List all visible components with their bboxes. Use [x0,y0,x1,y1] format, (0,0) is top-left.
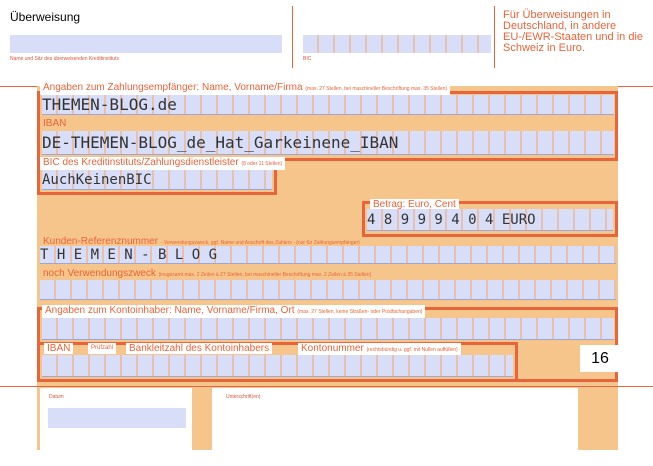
bank-name-input[interactable] [10,35,282,53]
bic-top-caption: BIC [303,56,312,62]
divider [292,6,293,68]
account-holder-input[interactable] [42,318,614,340]
reference-input[interactable]: T H E M E N - B L O G [40,246,616,264]
konto-label: Kontonummer (rechtsbündig u. ggf. mit Nu… [298,343,461,356]
reference-label: Kunden-Referenznummer - Verwendungszweck… [43,236,360,247]
pruefzahl-label: Prüfzahl [88,343,117,354]
bic-input[interactable]: AuchKeinenBIC [42,170,272,190]
iban-input[interactable]: DE-THEMEN-BLOG_de_Hat_Garkeinene_IBAN [42,131,614,155]
signature-label: Unterschrift(en) [226,394,261,400]
recipient-label: Angaben zum Zahlungsempfänger: Name, Vor… [40,82,451,95]
account-details-box [37,342,518,382]
divider [494,6,495,68]
bic-top-input[interactable] [303,35,491,53]
form-number: 16 [580,345,620,372]
date-label: Datum [49,394,64,400]
blz-label: Bankleitzahl des Kontoinhabers [126,343,273,354]
bank-name-caption: Name und Sitz des überweisenden Kreditin… [10,56,119,62]
amount-box [362,201,618,237]
amount-label: Betrag: Euro, Cent [370,199,459,210]
date-input[interactable] [48,408,186,428]
bic-label: BIC des Kreditinstituts/Zahlungsdienstle… [40,157,286,170]
bottom-iban-label: IBAN [44,343,74,354]
iban-label: IBAN [43,118,67,129]
account-details-input[interactable] [42,355,513,377]
eu-note: Für Überweisungen in Deutschland, in and… [503,9,644,54]
account-holder-label: Angaben zum Kontoinhaber: Name, Vorname/… [42,305,426,318]
divider [0,386,653,387]
form-title: Überweisung [10,10,81,24]
recipient-name-input[interactable]: THEMEN-BLOG.de [42,95,614,115]
signature-section[interactable] [212,388,578,450]
purpose2-label: noch Verwendungszweck (insgesamt max. 2 … [43,268,372,279]
purpose2-input[interactable] [40,280,616,300]
amount-input[interactable]: 4 8 9 9 9 4 0 4 EURO [367,209,613,231]
